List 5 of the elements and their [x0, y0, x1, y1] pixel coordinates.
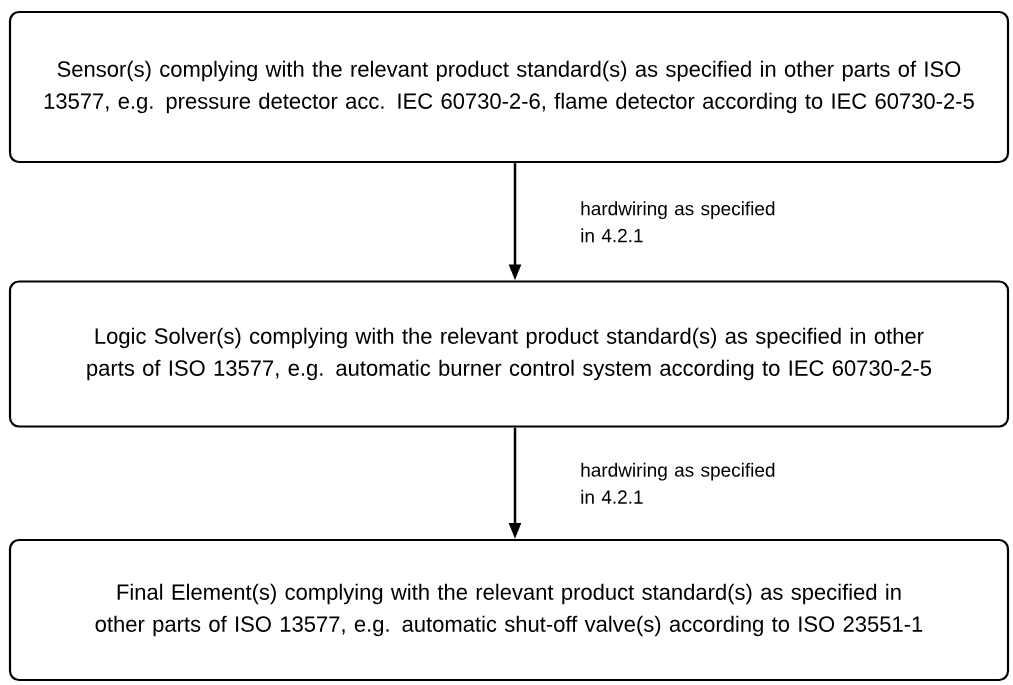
process-box: Logic Solver(s) complying with the relevant product standard(s) as specified in other parts of ISO 13577, e.g. automatic burner control system according to IEC 60730-2-5 — [8, 280, 1010, 428]
process-box: Final Element(s) complying with the relevant product standard(s) as specified in other parts of ISO 13577, e.g. automatic shut-off valve(s) according to ISO 23551-1 — [8, 538, 1010, 682]
edge-label: hardwiring as specified in 4.2.1 — [581, 462, 775, 504]
edge-label: hardwiring as specified in 4.2.1 — [581, 201, 775, 243]
process-box: Sensor(s) complying with the relevant product standard(s) as specified in other parts of ISO 13577, e.g. pressure detector acc. IEC 60730-2-6, flame detector according to IEC 60730-2-5 — [8, 10, 1010, 164]
